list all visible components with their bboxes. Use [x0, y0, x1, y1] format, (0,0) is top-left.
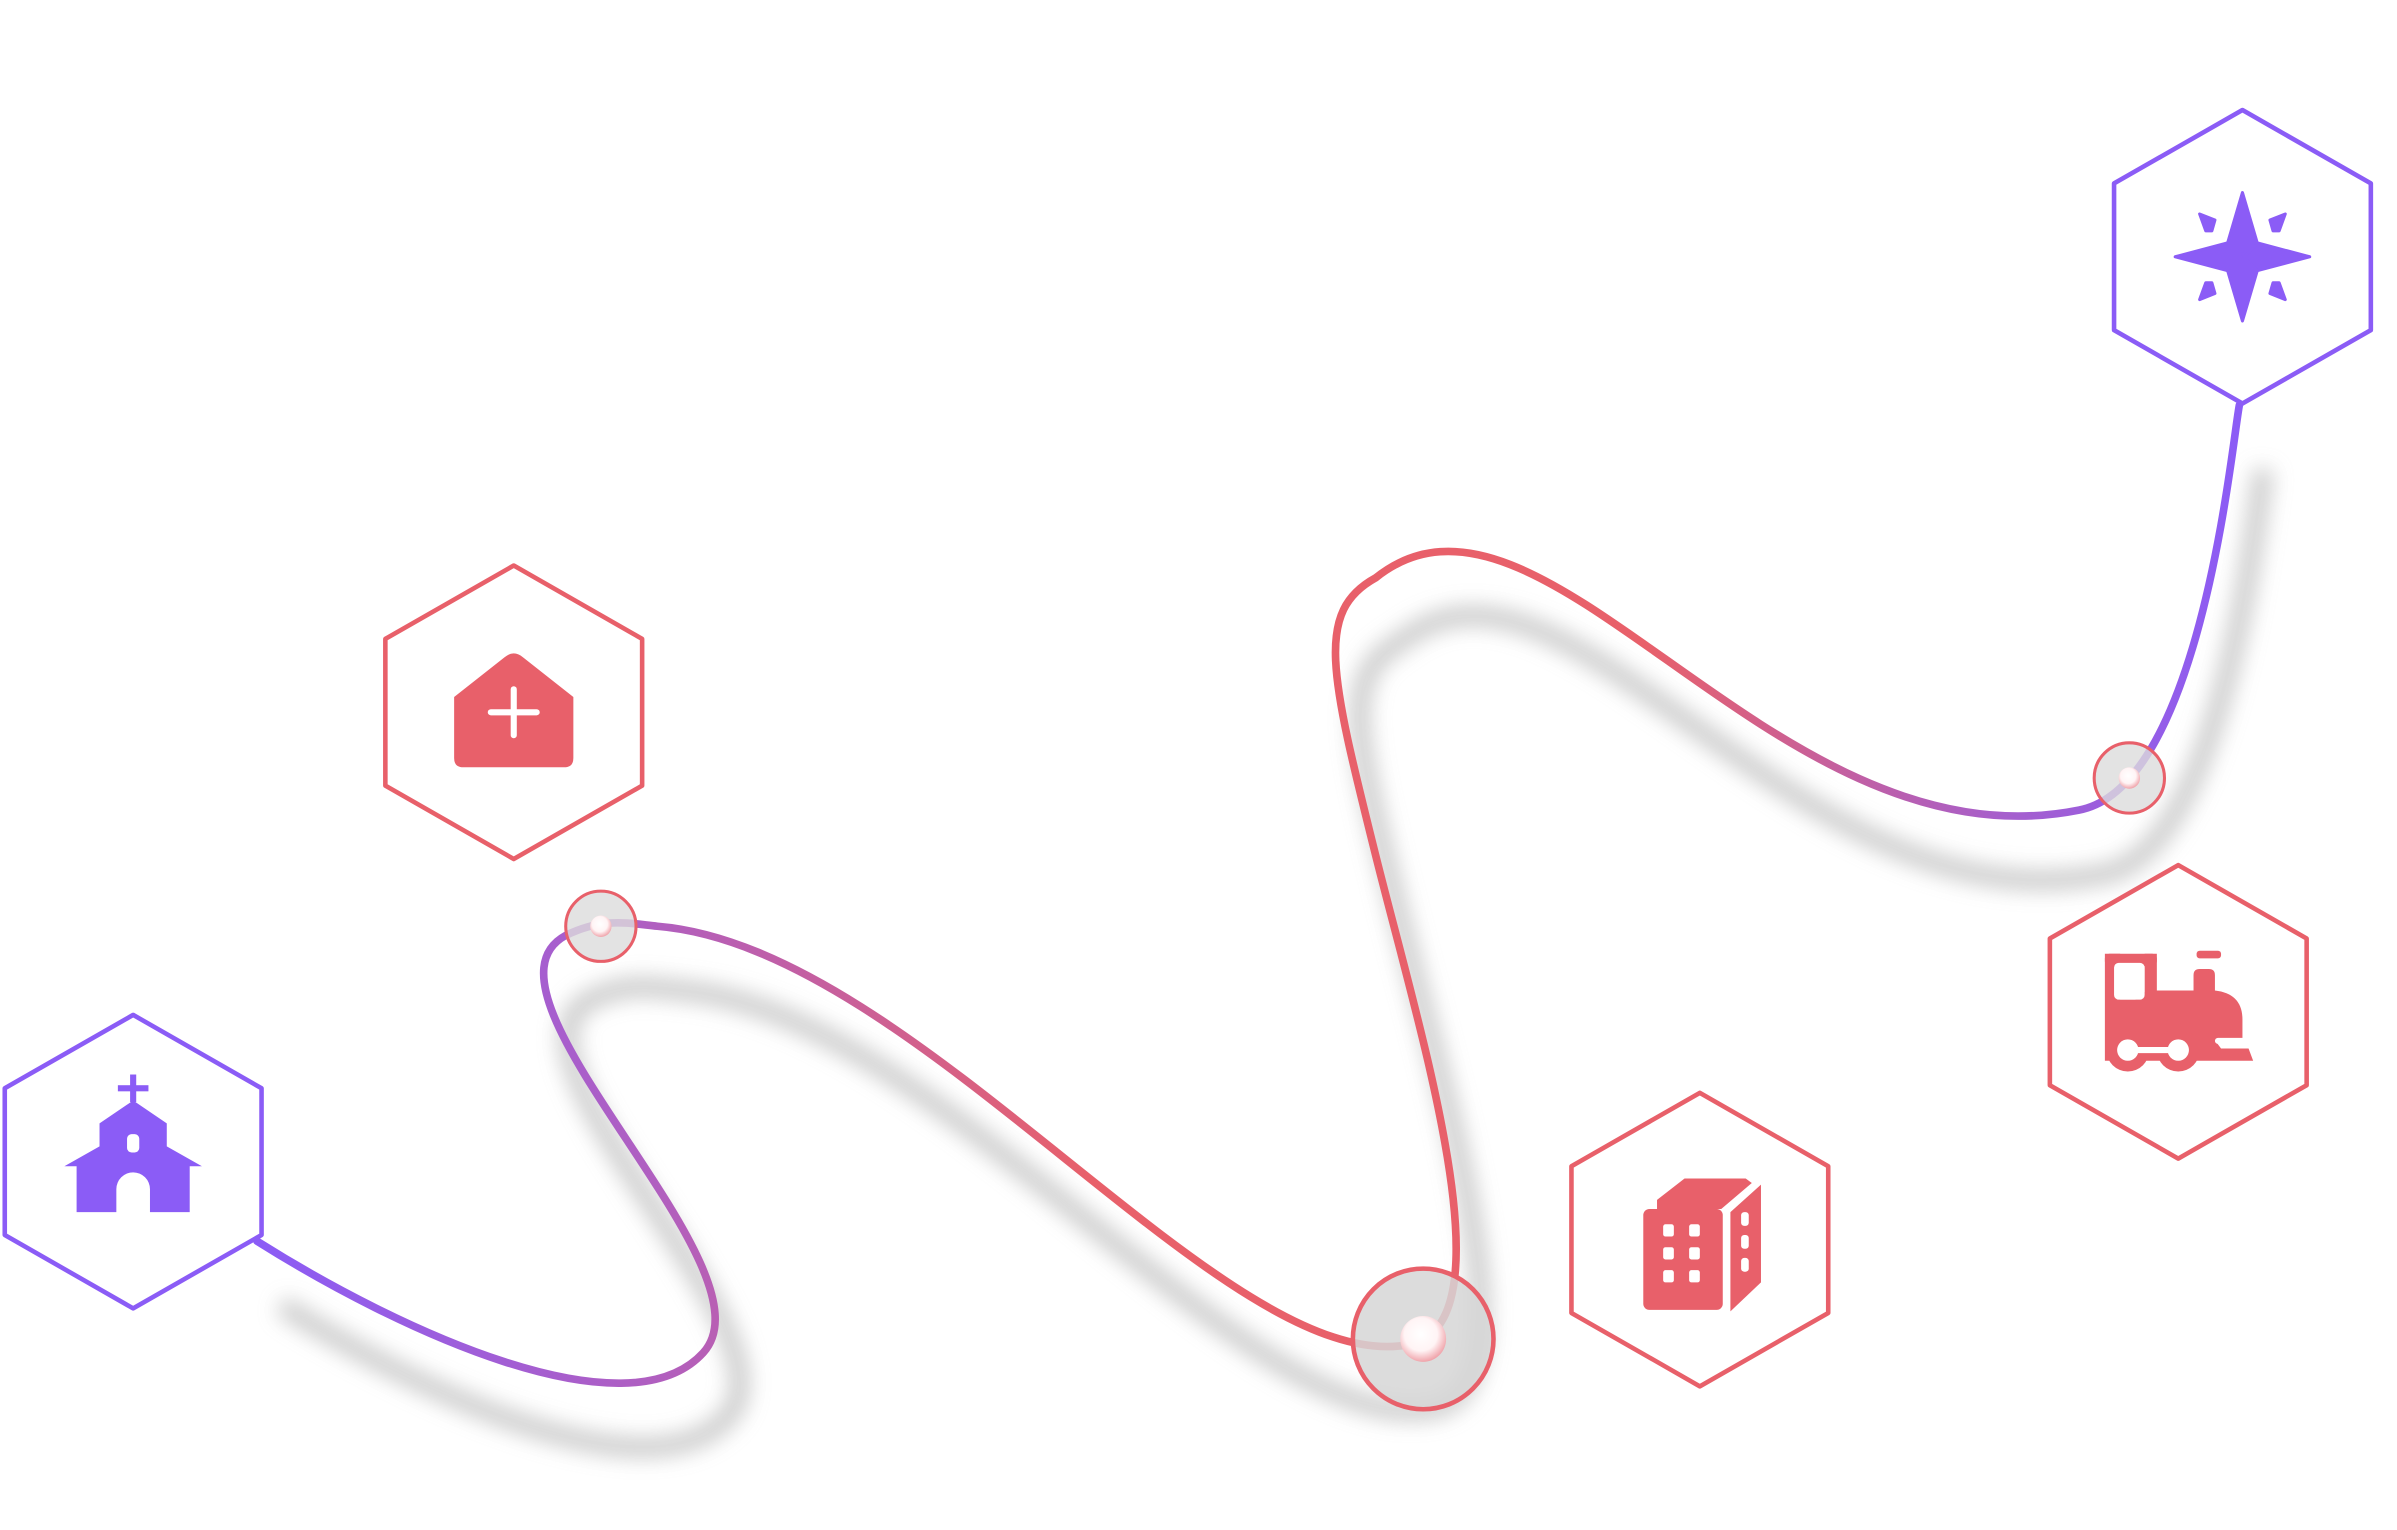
route-line: [253, 401, 2244, 1388]
hospital-icon: [454, 653, 574, 768]
waypoint-node-2[interactable]: [1350, 1266, 1496, 1412]
stop-building[interactable]: [1569, 1090, 1831, 1389]
compass-star-icon: [2173, 191, 2312, 323]
church-icon: [64, 1074, 202, 1213]
waypoint-node-1[interactable]: [564, 889, 638, 963]
stop-compass[interactable]: [2111, 107, 2374, 406]
stop-hospital[interactable]: [383, 563, 645, 862]
train-icon: [2104, 950, 2254, 1072]
stop-church[interactable]: [2, 1012, 264, 1311]
building-icon: [1643, 1178, 1761, 1312]
waypoint-node-3[interactable]: [2092, 741, 2167, 815]
stop-train[interactable]: [2047, 862, 2309, 1161]
